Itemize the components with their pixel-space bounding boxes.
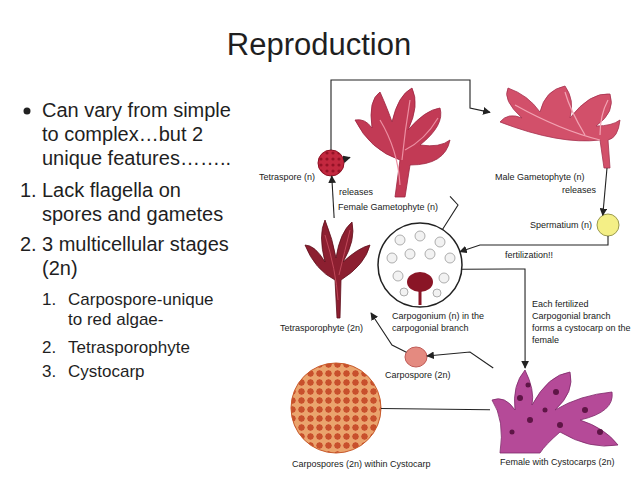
life-cycle-arrow [331,80,490,150]
life-cycle-arrow [343,157,350,159]
organism-stage: Carpospore (2n) [405,347,427,367]
female-gametophyte-frond [355,88,450,197]
stage-label: Tetraspore (n) [240,171,315,183]
frond-highlight [515,92,608,140]
arrow-label: fertilization!! [505,249,585,261]
organism-stage: Spermatium (n) [597,214,619,236]
list-number: 1. [20,178,42,202]
organism-stage: Tetraspore (n) [318,150,344,176]
male-gametophyte-frond [500,86,620,168]
cystocarpic-female-thallus [492,370,618,453]
slide-title: Reproduction [0,26,638,64]
bullet-text: 3 multicellular stages (2n) [42,232,242,280]
bullet-text: Cystocarp [68,362,248,382]
tetrasporophyte-thallus [305,220,370,318]
arrow-label: Each fertilized Carpogonial branch forms… [532,298,632,346]
thallus-highlight [325,230,350,300]
spermatium-cell [597,214,619,236]
organism-stage: Male Gametophyte (n) [490,85,620,168]
arrow-label: releases [562,184,604,196]
life-cycle-arrow [460,236,608,252]
stage-label: Tetrasporophyte (2n) [280,322,380,334]
life-cycle-arrow [332,176,334,218]
list-number: 2. [20,232,42,256]
stage-label: Carpogonium (n) in the carpogonial branc… [392,310,507,334]
list-number: 3. [42,362,68,382]
bullet-dot [24,108,31,115]
organism-stage: Female Gametophyte (n) [350,88,450,197]
life-cycle-arrow [427,352,493,368]
tetraspore-cell [318,150,344,176]
organism-stage: Carpospores (2n) within Cystocarp [291,363,381,453]
vegetative-cells [387,231,455,297]
organism-stage: Tetrasporophyte (2n) [303,218,371,318]
stage-label: Carpospore (2n) [385,369,470,381]
stage-label: Female with Cystocarps (2n) [500,456,635,468]
organism-stage: Female with Cystocarps (2n) [490,368,620,453]
organism-stage: Carpogonium (n) in the carpogonial branc… [378,223,462,307]
stage-label: Spermatium (n) [500,219,592,231]
life-cycle-arrow [442,196,458,229]
list-number: 2. [42,338,68,358]
life-cycle-arrow [603,168,607,215]
magnified-view [378,223,462,307]
stage-label: Male Gametophyte (n) [495,171,600,183]
carpogonium-cell [407,272,433,292]
cystocarp-dots [510,383,604,436]
carpogonial-branch [419,291,422,305]
life-cycle-arrow [381,409,490,410]
bullet-text: Carpospore-unique to red algae- [68,290,228,331]
arrow-label: releases [339,186,381,198]
cystocarp-enlargement [291,363,381,453]
stage-label: Carpospores (2n) within Cystocarp [292,458,462,470]
frond-highlight [380,100,438,185]
carpospore-cell [405,347,427,367]
stage-label: Female Gametophyte (n) [338,201,453,213]
list-number: 1. [42,290,68,310]
bullet-text: Can vary from simple to complex…but 2 un… [42,98,242,170]
bullet-text: Lack flagella on spores and gametes [42,178,242,226]
bullet-text: Tetrasporophyte [68,338,248,358]
